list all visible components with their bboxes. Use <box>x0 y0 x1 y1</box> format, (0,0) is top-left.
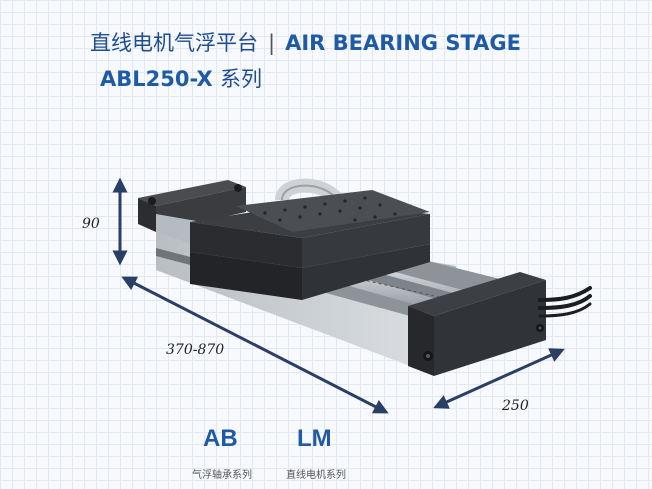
title-zh: 直线电机气浮平台 <box>90 31 258 55</box>
series-desc-lm: 直线电机系列 <box>286 470 346 481</box>
series-desc-ab: 气浮轴承系列 <box>192 470 252 481</box>
page-subtitle: ABL250-X 系列 <box>100 63 262 93</box>
model-suffix: 系列 <box>219 67 262 91</box>
series-code-lm: LM <box>297 425 332 452</box>
width-dimension-label: 250 <box>502 398 529 414</box>
series-code-ab: AB <box>203 425 238 452</box>
page-title: 直线电机气浮平台 | AIR BEARING STAGE <box>90 27 521 57</box>
model-name: ABL250-X <box>100 67 213 91</box>
stage-carriage <box>190 190 430 300</box>
title-separator: | <box>268 31 276 55</box>
length-arrow <box>121 276 389 414</box>
width-arrow <box>433 348 565 409</box>
length-dimension-label: 370-870 <box>166 342 225 358</box>
cables <box>538 286 592 318</box>
height-dimension-label: 90 <box>82 216 100 232</box>
front-end-plate <box>408 272 546 376</box>
title-en: AIR BEARING STAGE <box>285 31 521 55</box>
